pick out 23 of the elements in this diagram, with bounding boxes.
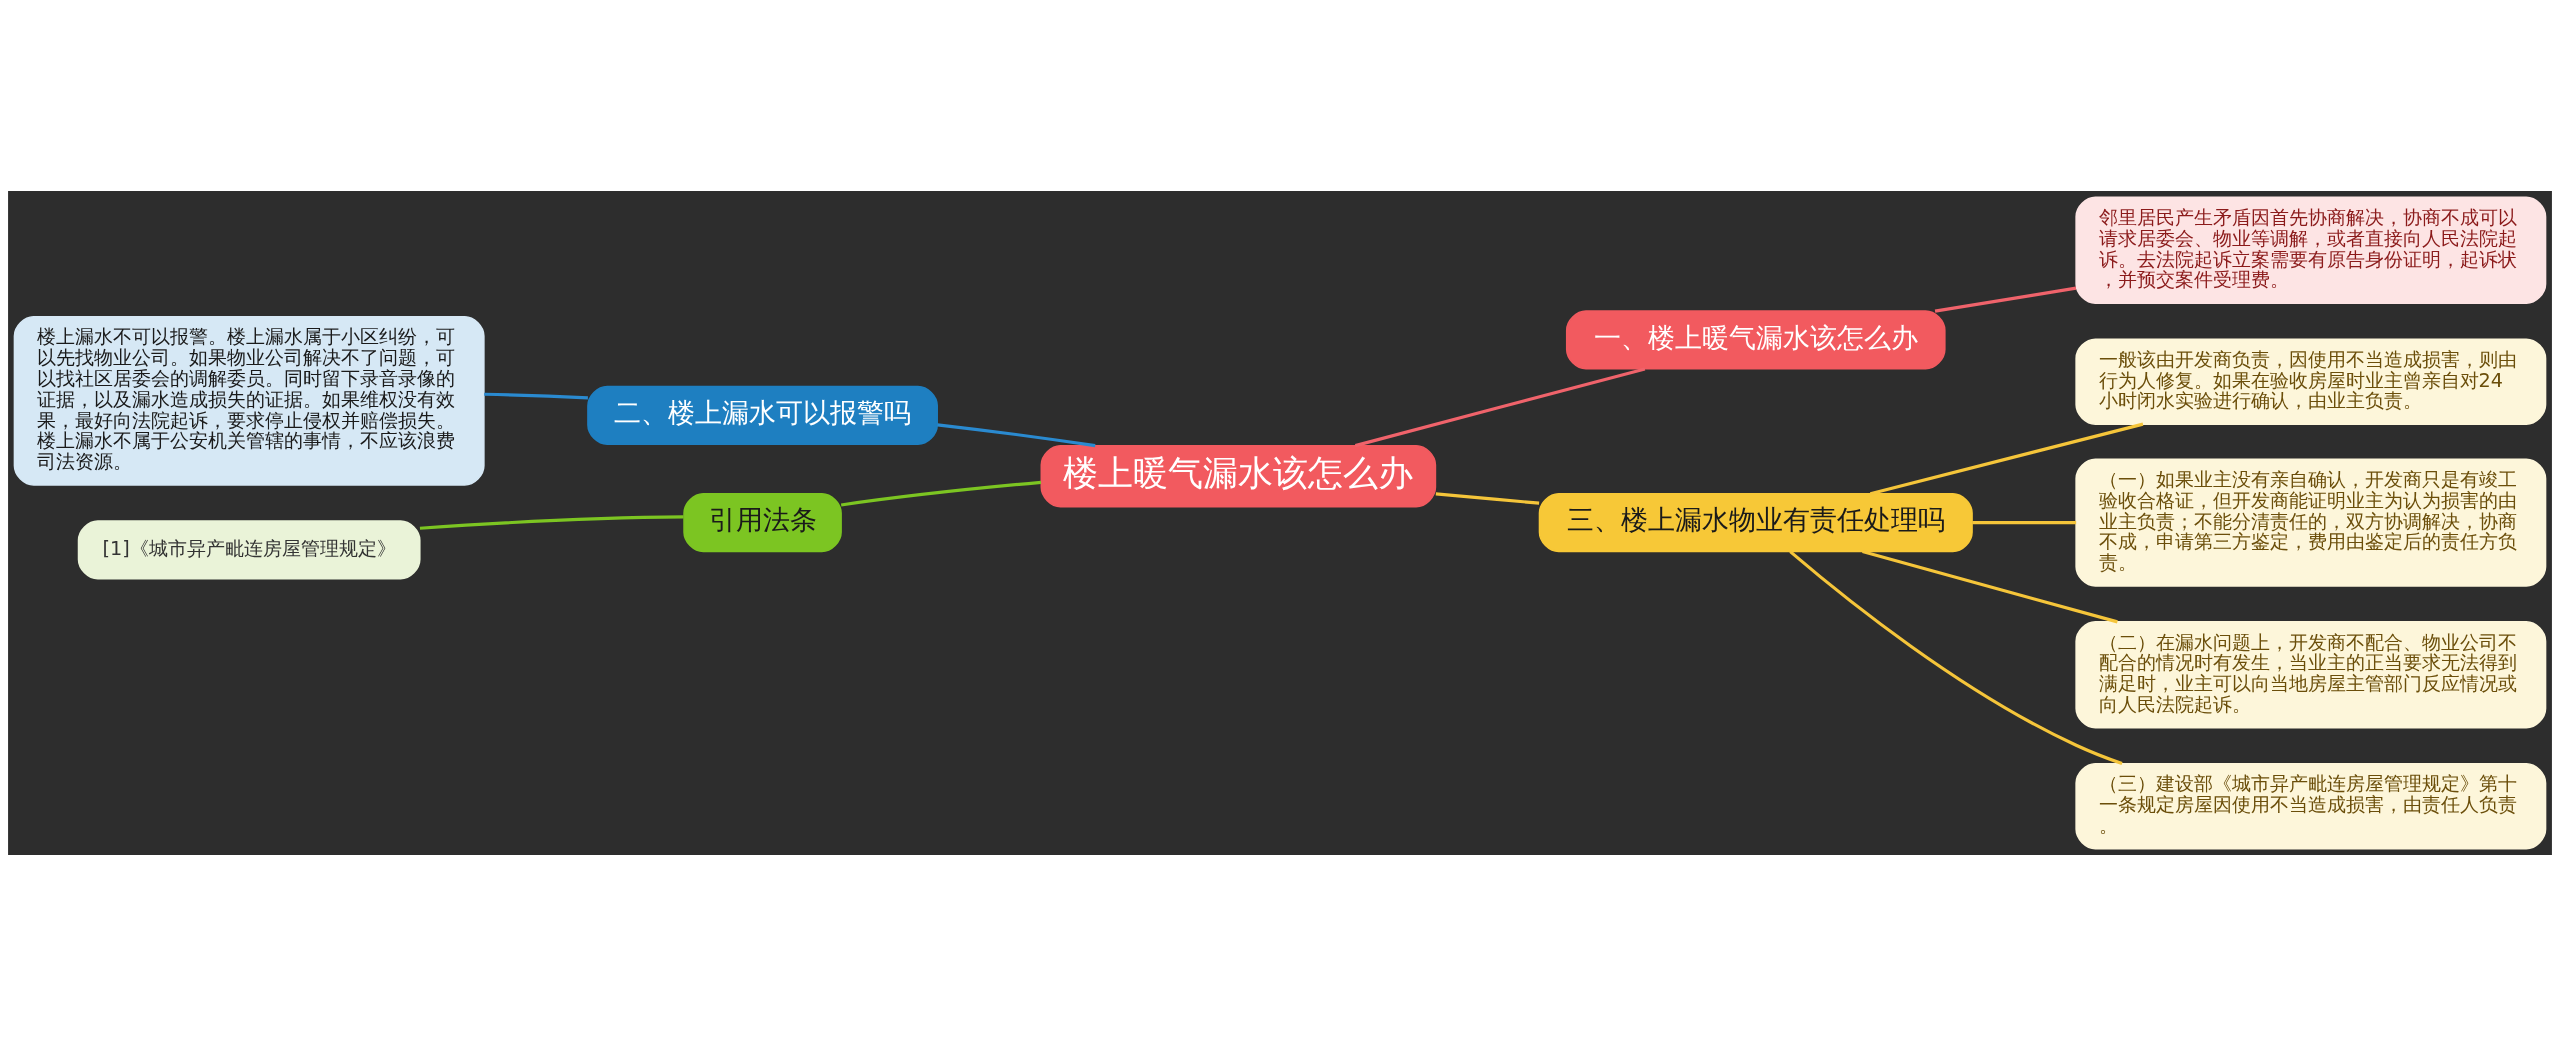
connector [419,514,684,530]
node-box: 三、楼上漏水物业有责任处理吗 [1538,492,1973,552]
node-box: 楼上暖气漏水该怎么办 [1040,444,1437,507]
node-box: 二、楼上漏水可以报警吗 [587,385,938,445]
connector [937,422,1096,447]
node-box: （一）如果业主没有亲自确认，开发商只是有竣工验收合格证，但开发商能证明业主为认为损害的由业主负责；不能分清责任的，双方协调解决，协商不成，申请第三方鉴定，费用由鉴定后的责任方负责。 [2075,458,2547,587]
connector [840,480,1042,507]
node-box: 一般该由开发商负责，因使用不当造成损害，则由行为人修复。如果在验收房屋时业主曾亲自对24小时闭水实验进行确认，由业主负责。 [2075,337,2547,425]
connector [1862,549,2118,623]
connector [1972,520,2077,524]
connector [1870,422,2144,495]
node-box: （二）在漏水问题上，开发商不配合、物业公司不配合的情况时有发生，当业主的正当要求无法得到满足时，业主可以向当地房屋主管部门反应情况或向人民法院起诉。 [2075,620,2547,728]
node-box: [1]《城市异产毗连房屋管理规定》 [77,519,421,579]
node-box: （三）建设部《城市异产毗连房屋管理规定》第十一条规定房屋因使用不当造成损害，由责任人负责。 [2075,762,2547,849]
node-box: 引用法条 [683,492,842,552]
connector [484,392,588,399]
connector [1789,549,2123,765]
node-box: 楼上漏水不可以报警。楼上漏水属于小区纠纷，可以先找物业公司。如果物业公司解决不了问题，可以找社区居委会的调解委员。同时留下录音录像的证据，以及漏水造成损失的证据。如果维权没有效果，最好向法院起诉，要求停止侵权并赔偿损失。楼上漏水不属于公安机关管辖的事情，不应该浪费司法资源。 [13,315,485,486]
node-box: 邻里居民产生矛盾因首先协商解决，协商不成可以请求居委会、物业等调解，或者直接向人民法院起诉。去法院起诉立案需要有原告身份证明，起诉状，并预交案件受理费。 [2075,196,2547,304]
node-box: 一、楼上暖气漏水该怎么办 [1565,309,1946,370]
connector [1354,366,1646,447]
connector [1934,286,2077,313]
connector [1435,491,1540,505]
